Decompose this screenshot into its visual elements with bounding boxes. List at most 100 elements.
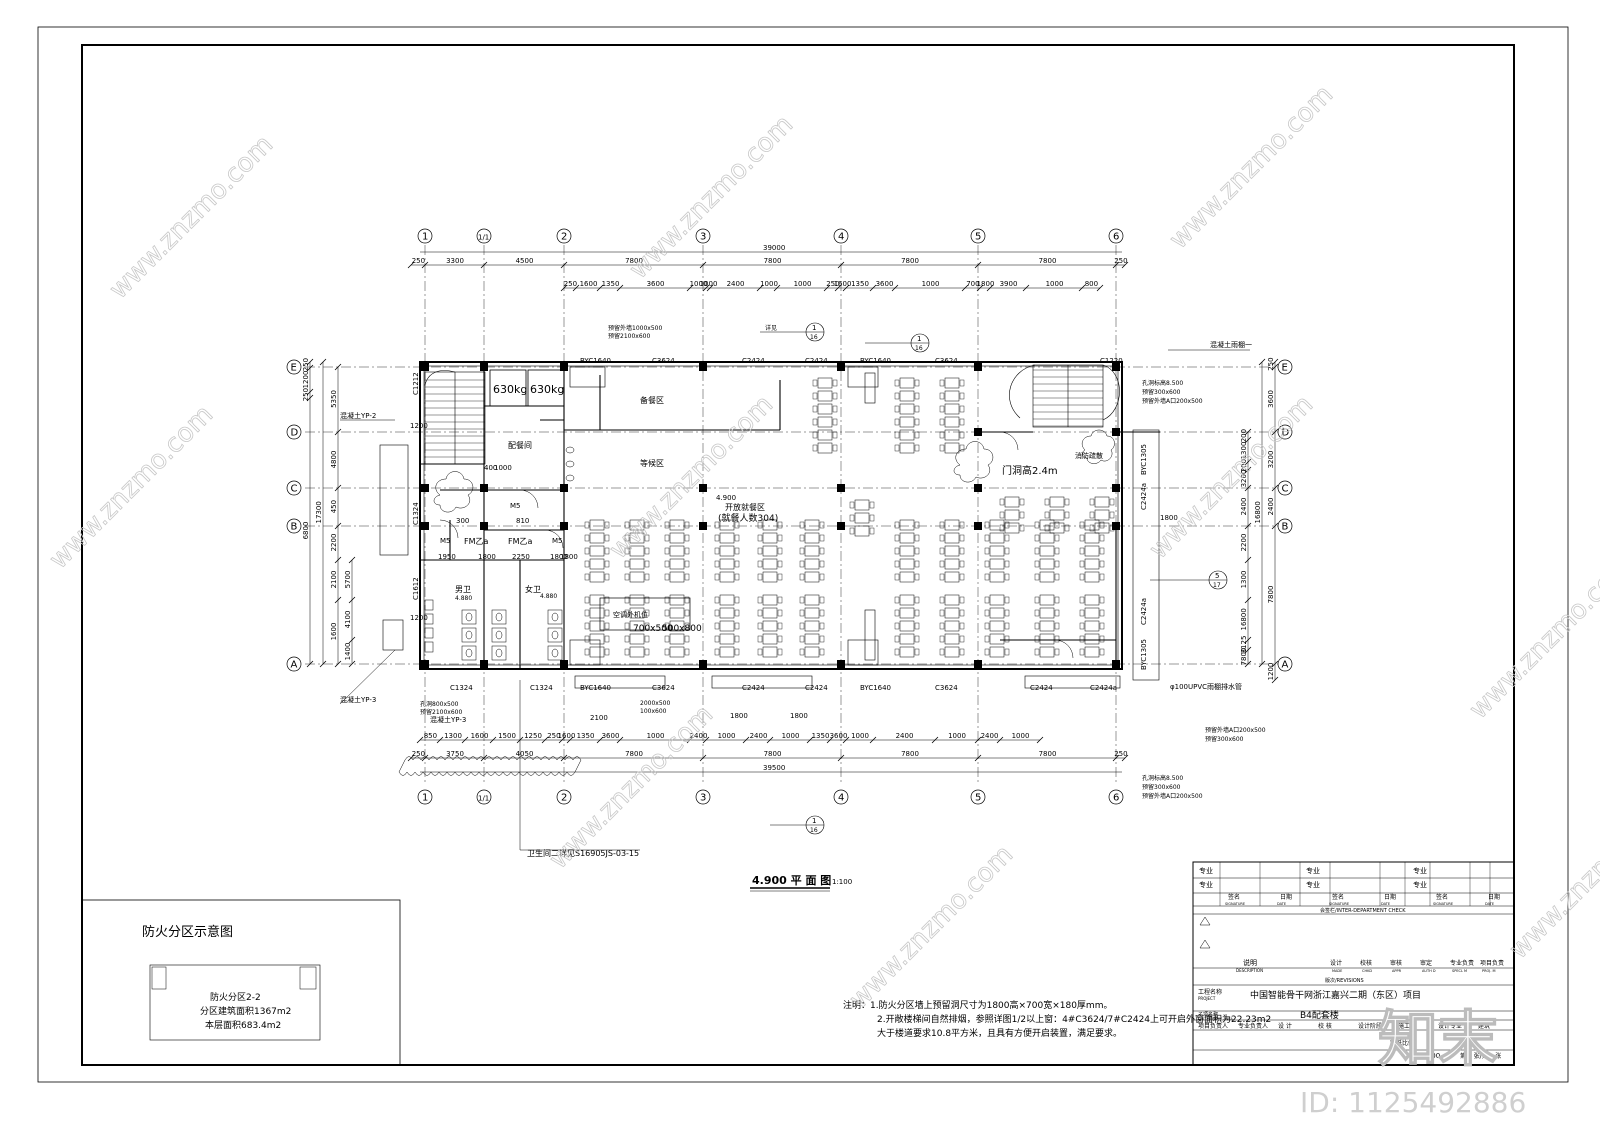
grid-bubble <box>286 656 302 672</box>
window-label: C2424 <box>805 357 828 365</box>
dining-table <box>899 594 915 606</box>
title-block-label: 工程名称 <box>1198 988 1222 996</box>
dining-table <box>1084 545 1100 557</box>
dining-table <box>629 571 645 583</box>
dining-table <box>899 545 915 557</box>
plan-scale: 1:100 <box>832 878 852 886</box>
chair <box>939 596 945 604</box>
title-block-label: DATE <box>1277 902 1286 906</box>
dining-table <box>1039 558 1055 570</box>
chair <box>959 560 965 568</box>
chair <box>644 635 650 643</box>
dim-tick <box>1121 754 1129 762</box>
dining-table <box>1004 522 1020 534</box>
dim-text: 7800 <box>625 750 643 758</box>
dim-text: 250 <box>302 358 310 371</box>
chair <box>894 596 900 604</box>
fire-zone-area: 分区建筑面积1367m2 <box>200 1005 291 1017</box>
chair <box>914 379 920 387</box>
grid-bubble <box>286 359 302 375</box>
dim-text: 1250 <box>524 732 542 740</box>
title-block-label: 项目负责 <box>1480 959 1504 967</box>
chair <box>714 596 720 604</box>
window-label: BYC1305 <box>1140 639 1148 670</box>
door-fm-label: FM乙a <box>464 537 489 546</box>
dim-tick <box>974 736 982 744</box>
dim-text: 7800 <box>1267 586 1275 604</box>
chair <box>664 648 670 656</box>
dim-text: 1000 <box>718 732 736 740</box>
canopy-label: 混凝土YP-3 <box>340 695 376 704</box>
title-block: 专业专业专业专业专业专业签名SIGNATURE日期DATE签名SIGNATURE… <box>1192 861 1515 1066</box>
chair <box>1064 511 1070 519</box>
chair <box>1004 635 1010 643</box>
planting-shrubs <box>433 429 1115 513</box>
dining-table <box>817 377 833 389</box>
toilet-elev: 4.880 <box>455 595 472 602</box>
grid-bubble <box>833 789 849 805</box>
dim-tick <box>1244 458 1252 466</box>
door-m5-label: M5 <box>552 537 563 545</box>
dining-table <box>854 499 870 511</box>
dining-table <box>854 512 870 524</box>
urinal <box>424 627 434 639</box>
dim-tick <box>699 754 707 762</box>
window-label: C2424a <box>1140 483 1148 510</box>
chair <box>819 609 825 617</box>
column <box>1112 428 1120 436</box>
dim-text: 7800 <box>1039 257 1057 265</box>
chair <box>819 622 825 630</box>
toilet-elev: 4.880 <box>540 593 557 600</box>
hole-note: 预留2100x600 <box>608 332 650 340</box>
chair <box>684 596 690 604</box>
chair <box>684 622 690 630</box>
chair <box>714 573 720 581</box>
dim-text: 7800 <box>625 257 643 265</box>
interior-dim: 1800 <box>1160 514 1178 522</box>
chair <box>584 648 590 656</box>
chair <box>1079 521 1085 529</box>
chair <box>1034 635 1040 643</box>
window-label: C1212 <box>412 372 420 395</box>
column <box>699 363 707 371</box>
dining-table <box>762 532 778 544</box>
title-block-label: PROJ. M <box>1482 969 1496 973</box>
chair <box>714 622 720 630</box>
window-label: C3624 <box>652 357 675 365</box>
column <box>974 484 982 492</box>
dim-tick <box>961 284 969 292</box>
dim-tick <box>834 284 842 292</box>
interior-dim: 1800 <box>478 553 496 561</box>
dim-text: 1200 <box>1267 663 1275 681</box>
dim-text: 1000 <box>922 280 940 288</box>
dim-tick <box>1244 636 1252 644</box>
chair <box>894 431 900 439</box>
chair <box>894 392 900 400</box>
dining-table <box>1039 519 1055 531</box>
grid-label: B <box>291 522 298 533</box>
dim-tick <box>1271 428 1279 436</box>
chair <box>959 521 965 529</box>
sink <box>565 460 575 468</box>
chair <box>1054 596 1060 604</box>
dining-table <box>989 532 1005 544</box>
grid-label: B <box>1282 522 1289 533</box>
grid-label: 2 <box>561 232 567 243</box>
chair <box>1079 635 1085 643</box>
chair <box>624 573 630 581</box>
chair <box>894 573 900 581</box>
chair <box>684 635 690 643</box>
dim-tick <box>706 284 714 292</box>
canopy-label: 混凝土YP-2 <box>340 411 376 420</box>
chair <box>939 560 945 568</box>
chair <box>869 501 875 509</box>
chair <box>757 635 763 643</box>
chair <box>1034 534 1040 542</box>
chair <box>894 547 900 555</box>
hole-note: 孔洞800x500 <box>420 700 459 708</box>
chair <box>584 609 590 617</box>
chair <box>684 534 690 542</box>
dim-tick <box>686 736 694 744</box>
ac-note: 空调外机位 <box>613 610 648 619</box>
